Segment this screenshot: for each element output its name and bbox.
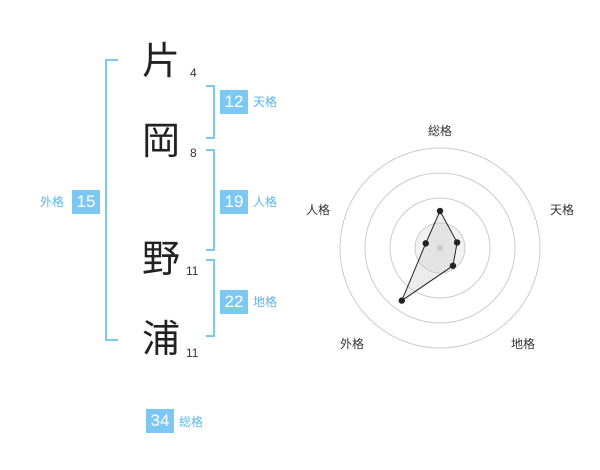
gaikaku-bracket xyxy=(105,59,118,341)
name-char-2: 岡 xyxy=(142,119,181,163)
gaikaku-value: 15 xyxy=(72,190,100,214)
radar-axis-label-jinkaku: 人格 xyxy=(306,203,331,217)
name-char-4: 浦 xyxy=(142,317,181,361)
radar-point-4 xyxy=(422,240,429,247)
radar-axis-label-gaikaku: 外格 xyxy=(340,337,365,351)
jinkaku-bracket xyxy=(206,149,215,251)
name-char-3: 野 xyxy=(142,237,181,281)
radar-point-0 xyxy=(436,207,444,215)
stroke-count-2: 8 xyxy=(190,146,197,160)
name-char-1: 片 xyxy=(142,39,181,83)
radar-polygon-group xyxy=(400,209,458,302)
radar-point-1 xyxy=(453,239,461,246)
radar-axis-label-chikaku: 地格 xyxy=(511,337,536,351)
soukaku-label: 総格 xyxy=(179,415,204,429)
tenkaku-value: 12 xyxy=(220,90,248,114)
radar-polygon xyxy=(400,209,458,302)
stroke-count-1: 4 xyxy=(190,66,197,80)
jinkaku-label: 人格 xyxy=(253,195,278,209)
stroke-count-3: 11 xyxy=(186,264,199,278)
chikaku-bracket xyxy=(206,259,215,337)
chikaku-label: 地格 xyxy=(253,295,278,309)
tenkaku-bracket xyxy=(206,85,215,139)
soukaku-value: 34 xyxy=(146,409,174,433)
radar-axis-label-tenkaku: 天格 xyxy=(550,203,575,217)
radar-point-3 xyxy=(398,297,405,304)
stroke-count-4: 11 xyxy=(186,346,199,360)
radar-ring-2 xyxy=(389,197,491,299)
radar-ring-3 xyxy=(364,172,516,324)
radar-points xyxy=(398,207,461,304)
jinkaku-value: 19 xyxy=(220,190,248,214)
gaikaku-label: 外格 xyxy=(40,195,65,209)
chikaku-value: 22 xyxy=(220,290,248,314)
radar-ring-4 xyxy=(339,147,541,349)
radar-chart xyxy=(339,147,541,349)
radar-rings xyxy=(339,147,541,349)
radar-axis-label-soukaku: 総格 xyxy=(428,124,453,138)
tenkaku-label: 天格 xyxy=(253,95,278,109)
radar-center-dot xyxy=(437,245,443,251)
radar-point-2 xyxy=(449,262,457,269)
